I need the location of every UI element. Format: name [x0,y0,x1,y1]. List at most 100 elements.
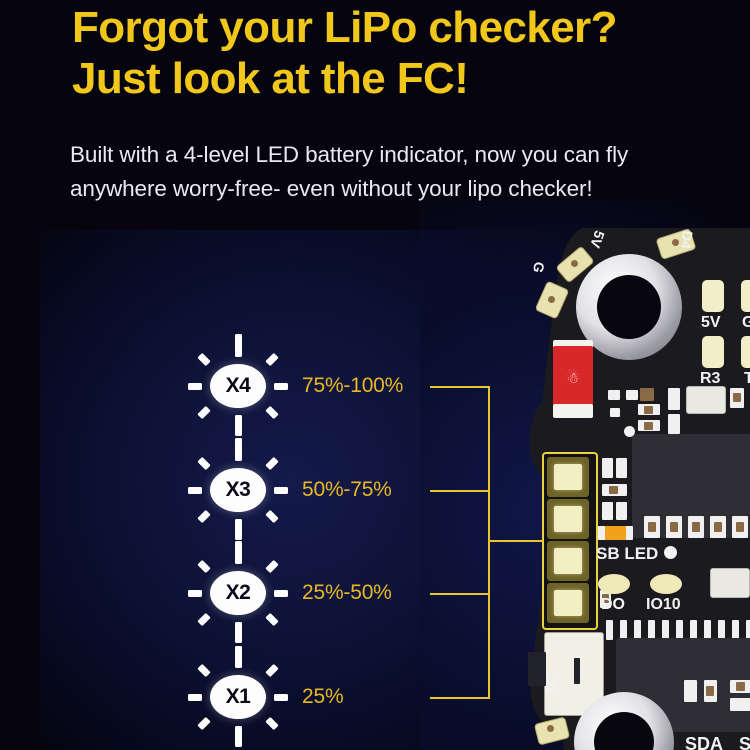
tactile-switch-top[interactable] [686,386,726,414]
battery-led-4 [554,464,582,490]
pin-header-pin [704,620,711,640]
silk-scl: SCL [739,734,750,750]
pad-d3-via [547,725,554,732]
ray-up [234,344,242,357]
led-level-x2: X2 [178,541,298,645]
ray-right [274,589,288,597]
headline-line-2: Just look at the FC! [72,54,469,104]
smd-b1 [602,458,613,478]
pad-5v-top-via [571,260,578,267]
pad-d4-via [672,239,679,246]
percent-label-x2: 25%-50% [302,581,392,604]
battery-led-1 [554,590,582,616]
ray-up-left [197,663,211,678]
ray-right [274,693,288,701]
ray-down-right [265,509,279,524]
silk-d3: D3 [542,674,560,694]
smd-a3 [640,388,654,401]
smd-a9 [668,388,680,410]
mcu-corner-dot [624,426,635,437]
smd-b4 [609,486,618,494]
dash-segment [234,334,242,346]
ray-up [234,551,242,564]
battery-led-3 [554,506,582,532]
orange-component [600,526,632,540]
battery-led-2 [554,548,582,574]
silk-g-right: G [742,314,750,331]
smd-b10 [602,594,609,603]
dash-segment [234,528,242,540]
pin-header-pin [746,620,750,640]
connector-line-x2 [430,593,490,595]
test-point-do [598,574,630,594]
ray-left [188,693,202,701]
led-level-x1: X1 [178,645,298,749]
smd-row-5b [736,522,744,532]
pin-header-pin [676,620,683,640]
ray-left [188,382,202,390]
smd-row-1b [648,522,656,532]
connector-line-x1 [430,697,490,699]
smd-c3 [706,686,714,696]
pad-g-top-via [548,296,555,303]
pin-header-pin [634,620,641,640]
pin-header-pin [606,620,613,640]
ray-down [234,415,242,428]
ray-down [234,519,242,532]
ray-up-left [197,456,211,471]
smd-c5 [736,682,745,691]
dash-segment [234,541,242,553]
dash-segment [234,735,242,747]
smd-b5 [602,502,613,520]
ray-left [188,589,202,597]
percent-label-x1: 25% [302,685,344,708]
dash-segment [234,424,242,436]
smd-a12 [733,393,741,402]
ray-down-left [197,612,211,627]
ray-down [234,726,242,739]
pin-header-pin [648,620,655,640]
smd-b8 [626,526,633,540]
ray-up [234,655,242,668]
smd-a1 [608,390,620,400]
silk-t: T [744,370,750,387]
pin-header-pin [732,620,739,640]
silk-io10: IO10 [646,596,681,613]
page-headline: Forgot your LiPo checker? Just look at t… [72,2,732,104]
ray-down-right [265,716,279,731]
ray-down-right [265,612,279,627]
pad-r3 [702,336,724,368]
pad-5v-right [702,280,724,312]
ray-up-right [265,352,279,367]
smd-a2 [626,390,638,400]
smd-row-3b [692,522,700,532]
usb-slot [574,658,580,684]
smd-b6 [616,502,627,520]
headline-line-1: Forgot your LiPo checker? [72,3,617,52]
silk-usb-led: SB LED [596,544,659,563]
smd-a10 [668,414,680,434]
connector-bus-vertical [488,386,490,699]
mounting-hole-top-inner [597,275,661,339]
led-badge-x3: X3 [210,468,266,512]
fuse-component: ☃ [553,346,593,410]
pin-header-pin [718,620,725,640]
pin-header-pin [662,620,669,640]
smd-row-2b [670,522,678,532]
silk-d4: D4 [677,229,696,250]
page-subtitle: Built with a 4-level LED battery indicat… [70,142,629,202]
ray-up-right [265,663,279,678]
pin-header-pin [620,620,627,640]
smd-a8 [644,422,653,430]
led-level-x4: X4 [178,334,298,438]
led-badge-x4: X4 [210,364,266,408]
tactile-switch-right[interactable] [710,568,750,598]
smd-a6 [644,406,653,414]
ray-up-right [265,559,279,574]
pin-header-pin [690,620,697,640]
smd-c6 [730,698,750,711]
dash-segment [234,646,242,658]
led-level-x3: X3 [178,438,298,542]
test-point-io10 [650,574,682,594]
